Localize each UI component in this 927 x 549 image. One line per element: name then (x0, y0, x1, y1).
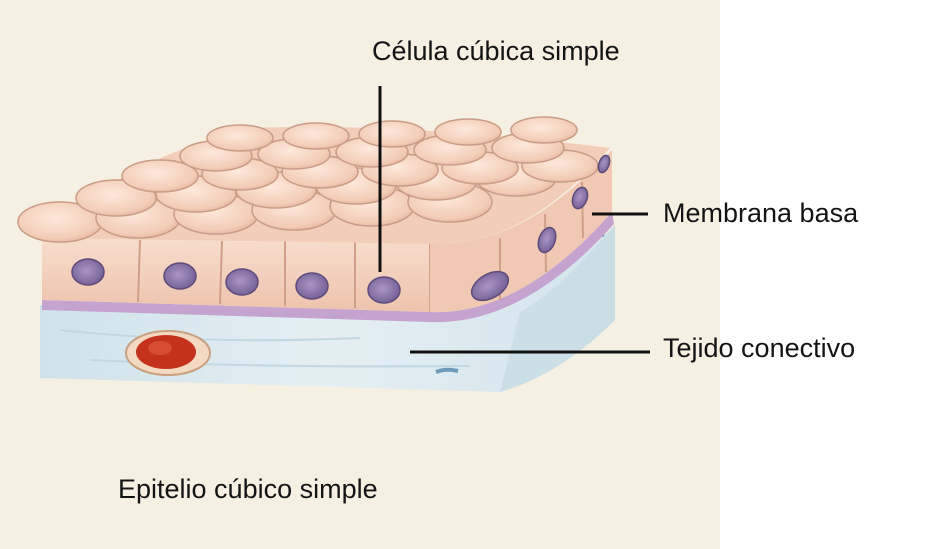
blood-cell (125, 330, 211, 376)
nucleus (537, 226, 557, 254)
cell-dome (282, 122, 350, 150)
cell-dome (434, 118, 502, 146)
nucleus (470, 270, 510, 302)
nucleus (225, 268, 259, 296)
cell-top-surface (17, 116, 610, 245)
nucleus (163, 262, 197, 290)
nucleus (71, 258, 105, 286)
nuclei (71, 154, 611, 304)
cell-dome (358, 120, 426, 148)
label-basement-membrane: Membrana basa (663, 198, 859, 228)
nucleus (367, 276, 401, 304)
right-white-area (720, 0, 927, 549)
cell-dome (121, 159, 199, 193)
label-cell: Célula cúbica simple (372, 36, 620, 66)
cell-dome (206, 124, 274, 152)
connective-fiber (435, 367, 459, 374)
caption: Epitelio cúbico simple (118, 474, 378, 504)
nucleus (597, 154, 611, 174)
nucleus (571, 186, 589, 210)
nucleus (295, 272, 329, 300)
label-connective-tissue: Tejido conectivo (663, 333, 856, 363)
basement-membrane (42, 212, 614, 323)
cell-dome (510, 116, 578, 144)
